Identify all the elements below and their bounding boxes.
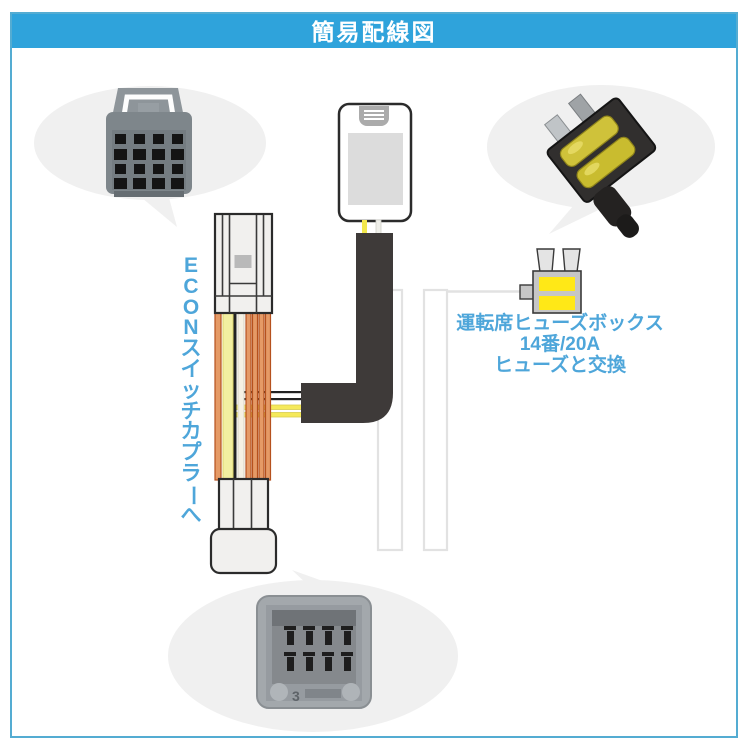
harness-connector-bottom: [209, 477, 278, 575]
fuse-note-line2: 14番/20A: [519, 334, 601, 355]
econ-switch-socket-photo: 3: [256, 595, 372, 709]
fuse-tap-illustration: [519, 248, 582, 314]
socket-pins: [284, 626, 353, 671]
fuse-note-line3: ヒューズと交換: [493, 355, 627, 376]
fuse-note: 運転席ヒューズボックス 14番/20A ヒューズと交換: [440, 313, 680, 376]
econ-coupler-connector-photo: [106, 88, 192, 197]
cable-tube: [301, 233, 393, 423]
diagram-frame: [10, 12, 738, 738]
device-wire-white: [375, 219, 382, 235]
socket-mold-mark: 3: [292, 688, 300, 704]
title-banner: 簡易配線図: [10, 12, 738, 48]
harness-connector-top: [213, 212, 274, 315]
device-wire-yellow: [362, 220, 367, 234]
wire-bundle: [214, 311, 272, 481]
fuse-stripe-bottom: [539, 296, 575, 310]
fuse-stripe-top: [539, 277, 575, 291]
fuse-note-line1: 運転席ヒューズボックス: [456, 313, 664, 334]
page-title: 簡易配線図: [311, 19, 437, 45]
control-unit-box: [337, 102, 413, 235]
fuse-tap-holder-photo: [543, 93, 657, 238]
